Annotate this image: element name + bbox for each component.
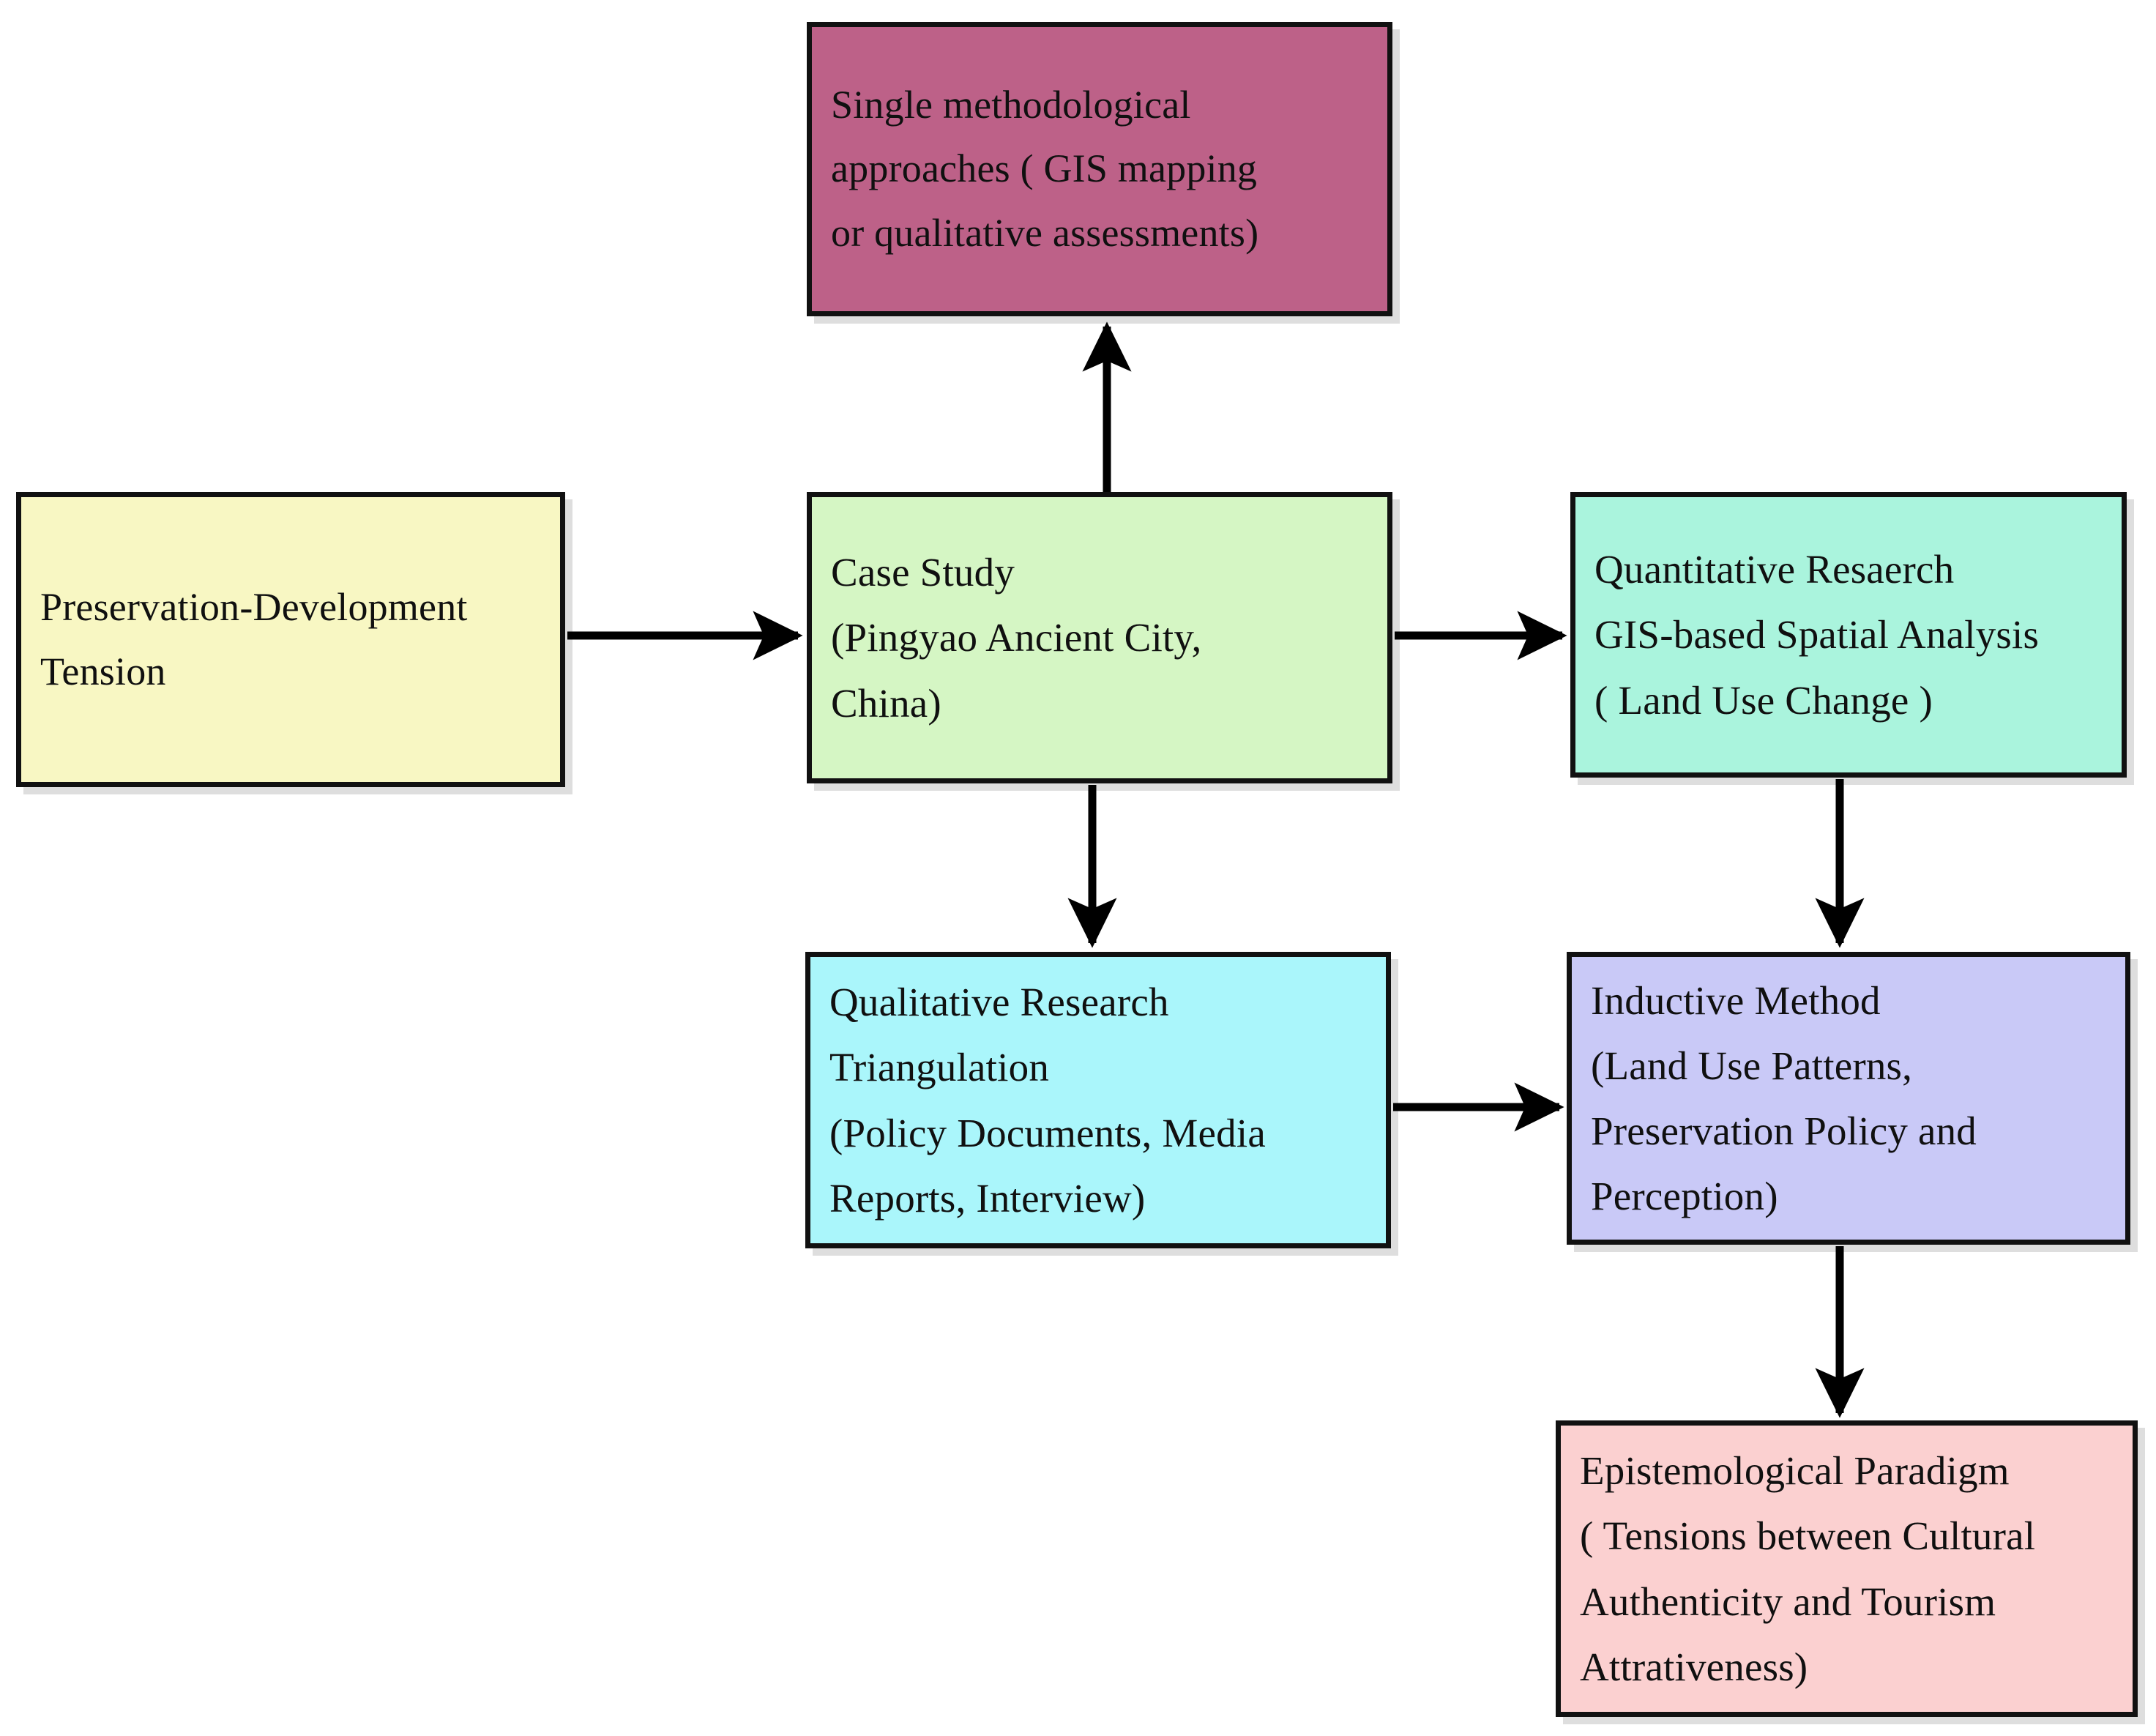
- node-qualitative-research-triangulation[interactable]: Qualitative Research Triangulation (Poli…: [805, 952, 1391, 1248]
- node-text-line: Epistemological Paradigm: [1580, 1448, 2010, 1494]
- node-text-line: Tension: [40, 649, 166, 693]
- node-text-line: (Pingyao Ancient City,: [831, 615, 1202, 660]
- node-text-line: GIS-based Spatial Analysis: [1594, 612, 2040, 657]
- node-inductive-method[interactable]: Inductive Method (Land Use Patterns, Pre…: [1567, 952, 2130, 1245]
- node-text-line: Attrativeness): [1580, 1644, 1808, 1689]
- node-text-line: Single methodological: [831, 82, 1191, 127]
- node-text-line: ( Tensions between Cultural: [1580, 1513, 2036, 1559]
- node-text-line: or qualitative assessments): [831, 210, 1259, 255]
- node-text-line: China): [831, 680, 941, 726]
- node-single-methodological-approaches[interactable]: Single methodological approaches ( GIS m…: [807, 22, 1392, 316]
- node-text-line: Preservation-Development: [40, 585, 468, 630]
- node-text-line: approaches ( GIS mapping: [831, 146, 1258, 191]
- node-text-line: (Land Use Patterns,: [1591, 1043, 1913, 1088]
- node-text-line: Qualitative Research: [829, 980, 1169, 1025]
- node-text-line: Authenticity and Tourism: [1580, 1579, 1996, 1624]
- node-text-line: Reports, Interview): [829, 1175, 1146, 1221]
- node-text-line: (Policy Documents, Media: [829, 1110, 1266, 1155]
- node-quantitative-research[interactable]: Quantitative Resaerch GIS-based Spatial …: [1570, 492, 2127, 778]
- node-preservation-development-tension[interactable]: Preservation-Development Tension: [16, 492, 565, 787]
- node-text-line: Case Study: [831, 550, 1015, 595]
- node-text-line: Inductive Method: [1591, 977, 1881, 1023]
- node-text-line: ( Land Use Change ): [1594, 677, 1933, 723]
- node-text-line: Preservation Policy and: [1591, 1109, 1977, 1153]
- node-text-line: Quantitative Resaerch: [1594, 547, 1955, 592]
- node-epistemological-paradigm[interactable]: Epistemological Paradigm ( Tensions betw…: [1556, 1420, 2138, 1717]
- node-text-line: Triangulation: [829, 1045, 1050, 1090]
- node-text-line: Perception): [1591, 1174, 1778, 1219]
- node-case-study[interactable]: Case Study (Pingyao Ancient City, China): [807, 492, 1392, 783]
